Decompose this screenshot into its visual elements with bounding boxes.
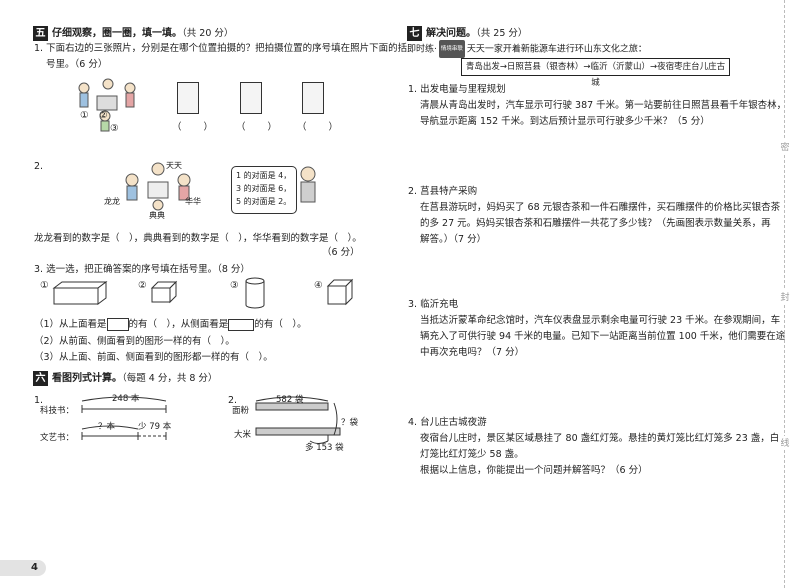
p3-line3: 中再次充电吗？（7 分） bbox=[420, 347, 525, 358]
q3-square-icon bbox=[106, 318, 129, 331]
q3-shape-cylinder bbox=[245, 277, 265, 309]
binding-char-close: 封 bbox=[778, 290, 792, 303]
q6-2-unknown: ？袋 bbox=[341, 418, 359, 428]
q2-name-huahua: 华华 bbox=[185, 197, 201, 206]
q3-rectangle-icon bbox=[228, 318, 255, 331]
q1-pos-2: ② bbox=[99, 110, 108, 121]
q6-1-line-diagram bbox=[81, 396, 167, 440]
section-score: （每题 4 分，共 8 分） bbox=[122, 373, 218, 384]
q6-1-number: 1. bbox=[34, 395, 44, 406]
q3-item-1: （1）从上面看是 的有（ ），从侧面看是 的有（ ）。 bbox=[34, 317, 307, 333]
binding-edge: 密 封 线 bbox=[770, 0, 800, 588]
q2-number: 2. bbox=[34, 161, 44, 172]
q6-1-row-literature: 文艺书： bbox=[40, 433, 75, 443]
q2-clue-3: 5 的对面是 2。 bbox=[236, 197, 292, 206]
intro-prefix: 即时练· bbox=[407, 44, 437, 55]
q2-name-tiantian: 天天 bbox=[166, 161, 182, 170]
p1-line2: 导航显示距离 152 千米。到达后预计显示可行驶多少千米？（5 分） bbox=[420, 116, 710, 127]
q1-position-figure bbox=[78, 78, 136, 132]
p2-title: 2. 莒县特产采购 bbox=[408, 186, 478, 197]
q3-text: 3. 选一选，把正确答案的序号填在括号里。（8 分） bbox=[34, 264, 250, 275]
page-number: 4 bbox=[0, 560, 46, 576]
q6-2-number: 2. bbox=[228, 395, 238, 406]
q3-label-3: ③ bbox=[230, 280, 239, 291]
q1-photo-2 bbox=[240, 82, 262, 114]
p2-line2: 的多 27 元。妈妈买银杏茶和石雕摆件一共花了多少钱？（先画图表示数量关系，再 bbox=[420, 218, 771, 229]
q1-text-line1: 1. 下面右边的三张照片，分别是在哪个位置拍摄的？把拍摄位置的序号填在照片下面的… bbox=[34, 43, 408, 54]
p2-line3: 解答。）（7 分） bbox=[420, 234, 487, 245]
p1-title: 1. 出发电量与里程规划 bbox=[408, 84, 506, 95]
q1-pos-1: ① bbox=[80, 110, 89, 121]
section-score: （共 25 分） bbox=[476, 28, 528, 39]
q6-1-unknown: ？本 bbox=[98, 422, 116, 432]
section-title: 解决问题。 bbox=[426, 28, 476, 39]
q3-shape-flat-cuboid bbox=[150, 280, 178, 304]
p3-line1: 当抵达沂蒙革命纪念馆时，汽车仪表盘显示剩余电量可行驶 23 千米。在参观期间，车 bbox=[420, 315, 781, 326]
q2-clue-2: 3 的对面是 6， bbox=[236, 184, 292, 193]
section-score: （共 20 分） bbox=[182, 28, 234, 39]
q6-2-more: 多 153 袋 bbox=[305, 443, 344, 453]
q3-item-2: （2）从前面、侧面看到的图形一样的有（ ）。 bbox=[34, 336, 235, 347]
section-title: 看图列式计算。 bbox=[52, 373, 122, 384]
section-number: 五 bbox=[33, 26, 48, 41]
route-box: 青岛出发→日照莒县（银杏林）→临沂（沂蒙山）→夜宿枣庄台儿庄古城 bbox=[461, 58, 730, 88]
q6-2-top: 582 袋 bbox=[276, 395, 304, 405]
q2-name-longlong: 龙龙 bbox=[104, 197, 120, 206]
q1-answer-blank-3[interactable]: （ ） bbox=[297, 122, 340, 133]
q3-label-1: ① bbox=[40, 280, 49, 291]
q1-answer-blank-2[interactable]: （ ） bbox=[236, 122, 279, 133]
q1-answer-blank-1[interactable]: （ ） bbox=[172, 122, 215, 133]
q2-boy-figure bbox=[300, 166, 316, 203]
section-6-header: 六看图列式计算。（每题 4 分，共 8 分） bbox=[33, 369, 217, 386]
q2-score: （6 分） bbox=[322, 247, 360, 258]
p3-line2: 辆充入了可供行驶 94 千米的电量。已知下一站距离当前位置 100 千米，他们需… bbox=[420, 331, 786, 342]
q2-dice-figure bbox=[125, 162, 191, 211]
section-number: 七 bbox=[407, 26, 422, 41]
p4-line2: 灯笼比红灯笼少 58 盏。 bbox=[420, 449, 524, 460]
intro-line: 即时练·情境串联天天一家开着新能源车进行环山东文化之旅： bbox=[407, 40, 647, 58]
q3-item-1-part-a: （1）从上面看是 bbox=[34, 319, 107, 330]
p3-title: 3. 临沂充电 bbox=[408, 299, 459, 310]
q2-clue-box: 1 的对面是 4， 3 的对面是 6， 5 的对面是 2。 bbox=[231, 166, 297, 214]
q3-shape-long-prism bbox=[52, 281, 108, 305]
p2-line1: 在莒县游玩时，妈妈买了 68 元银杏茶和一件石雕摆件，买石雕摆件的价格比买银杏茶 bbox=[420, 202, 781, 213]
q3-label-4: ④ bbox=[314, 280, 323, 291]
p4-line3: 根据以上信息，你能提出一个问题并解答吗？（6 分） bbox=[420, 465, 648, 476]
q6-2-row-rice: 大米 bbox=[234, 430, 252, 440]
q6-2-row-flour: 面粉 bbox=[232, 406, 250, 416]
q1-text-line2: 号里。（6 分） bbox=[46, 59, 108, 70]
section-7-header: 七解决问题。（共 25 分） bbox=[407, 24, 527, 41]
q6-1-less: 少 79 本 bbox=[138, 422, 172, 432]
binding-char-seal: 密 bbox=[778, 140, 792, 153]
q3-shape-cube bbox=[326, 278, 354, 306]
section-title: 仔细观察，圈一圈，填一填。 bbox=[52, 28, 182, 39]
q1-photo-3 bbox=[302, 82, 324, 114]
q6-1-row-science: 科技书： bbox=[40, 406, 75, 416]
q3-label-2: ② bbox=[138, 280, 147, 291]
q3-item-1-part-b: 的有（ ），从侧面看是 bbox=[128, 319, 229, 330]
binding-char-line: 线 bbox=[778, 436, 792, 449]
q2-clue-1: 1 的对面是 4， bbox=[236, 171, 292, 180]
intro-text: 天天一家开着新能源车进行环山东文化之旅： bbox=[466, 44, 647, 55]
intro-badge: 情境串联 bbox=[438, 40, 465, 58]
q2-name-diandian: 典典 bbox=[149, 211, 165, 220]
q6-2-bar-diagram bbox=[255, 396, 341, 444]
q1-pos-3: ③ bbox=[110, 123, 119, 134]
q2-question: 龙龙看到的数字是（ ），典典看到的数字是（ ），华华看到的数字是（ ）。 bbox=[34, 233, 362, 244]
p1-line1: 清晨从青岛出发时，汽车显示可行驶 387 千米。第一站要前往日照莒县看千年银杏林… bbox=[420, 100, 787, 111]
q1-photo-1 bbox=[177, 82, 199, 114]
p4-title: 4. 台儿庄古城夜游 bbox=[408, 417, 487, 428]
section-number: 六 bbox=[33, 371, 48, 386]
p4-line1: 夜宿台儿庄时，景区某区域悬挂了 80 盏红灯笼。悬挂的黄灯笼比红灯笼多 23 盏… bbox=[420, 433, 780, 444]
q3-item-3: （3）从上面、前面、侧面看到的图形都一样的有（ ）。 bbox=[34, 352, 273, 363]
section-5-header: 五仔细观察，圈一圈，填一填。（共 20 分） bbox=[33, 24, 233, 41]
q3-item-1-part-c: 的有（ ）。 bbox=[254, 319, 307, 330]
q6-1-total: 248 本 bbox=[112, 394, 140, 404]
